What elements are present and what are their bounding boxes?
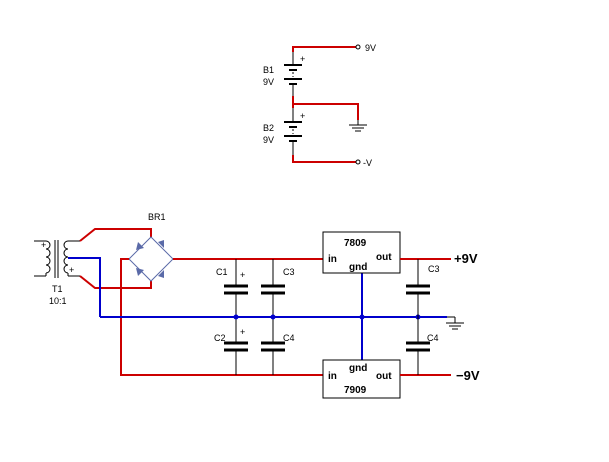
regulator-7909: gnd in out 7909 <box>322 359 401 399</box>
b1-plus-sign: + <box>300 54 305 64</box>
capacitor-c3: C3 <box>261 259 295 317</box>
wire-secondary-top <box>79 228 152 242</box>
b1-name: B1 <box>263 65 274 75</box>
label-out-neg-v: -V <box>363 158 372 168</box>
junction-dot <box>270 314 276 320</box>
c3-label: C3 <box>283 267 295 277</box>
wire-negative-rail <box>292 155 356 163</box>
regulator-7809: 7809 in gnd out <box>322 231 401 274</box>
battery-circuit: 9V + B1 9V <box>263 43 376 168</box>
c1-label: C1 <box>216 267 228 277</box>
terminal-negative <box>355 159 361 165</box>
capacitor-c1: C1 + <box>216 259 248 317</box>
c3-output-label: C3 <box>428 264 440 274</box>
t1-plus-primary: + <box>41 240 46 250</box>
capacitor-c3-output: C3 <box>406 259 440 317</box>
supply-circuit: + + T1 10:1 BR1 <box>34 212 480 399</box>
label-out-minus-9v: −9V <box>456 368 480 383</box>
label-out-plus-9v: +9V <box>454 251 478 266</box>
reg-7909-gnd: gnd <box>349 363 367 374</box>
reg-7809-in: in <box>328 254 337 265</box>
c2-plus-sign: + <box>240 327 245 337</box>
capacitor-c4-output: C4 <box>406 317 439 375</box>
label-out-9v: 9V <box>365 43 376 53</box>
b2-value: 9V <box>263 135 274 145</box>
b1-value: 9V <box>263 77 274 87</box>
junction-dot <box>233 314 239 320</box>
t1-name: T1 <box>52 284 63 294</box>
wire-midpoint <box>292 96 359 120</box>
ground-symbol-battery <box>349 120 367 132</box>
battery-b1: + B1 9V <box>263 52 305 96</box>
transformer-t1: + + T1 10:1 <box>34 240 80 306</box>
reg-7909-in: in <box>328 371 337 382</box>
t1-ratio: 10:1 <box>49 296 67 306</box>
reg-7809-out: out <box>376 252 392 263</box>
br1-name: BR1 <box>148 212 166 222</box>
c4-label: C4 <box>283 333 295 343</box>
wire-secondary-bottom <box>79 275 152 289</box>
b2-plus-sign: + <box>300 111 305 121</box>
ground-symbol-supply <box>446 316 464 330</box>
battery-b2: + B2 9V <box>263 104 305 155</box>
capacitor-c2: C2 + <box>214 317 248 375</box>
c1-plus-sign: + <box>240 270 245 280</box>
reg-7809-part: 7809 <box>344 238 367 249</box>
wire-positive-rail <box>292 46 356 52</box>
bridge-rectifier-br1: BR1 <box>128 212 174 282</box>
reg-7809-gnd: gnd <box>349 262 367 273</box>
capacitor-c4: C4 <box>261 317 295 375</box>
wire-centre-tap <box>68 257 101 317</box>
b2-name: B2 <box>263 123 274 133</box>
c2-label: C2 <box>214 333 226 343</box>
c4-output-label: C4 <box>427 333 439 343</box>
reg-7909-out: out <box>376 371 392 382</box>
reg-7909-part: 7909 <box>344 385 367 396</box>
terminal-positive <box>355 44 361 50</box>
t1-plus-secondary: + <box>69 265 74 275</box>
